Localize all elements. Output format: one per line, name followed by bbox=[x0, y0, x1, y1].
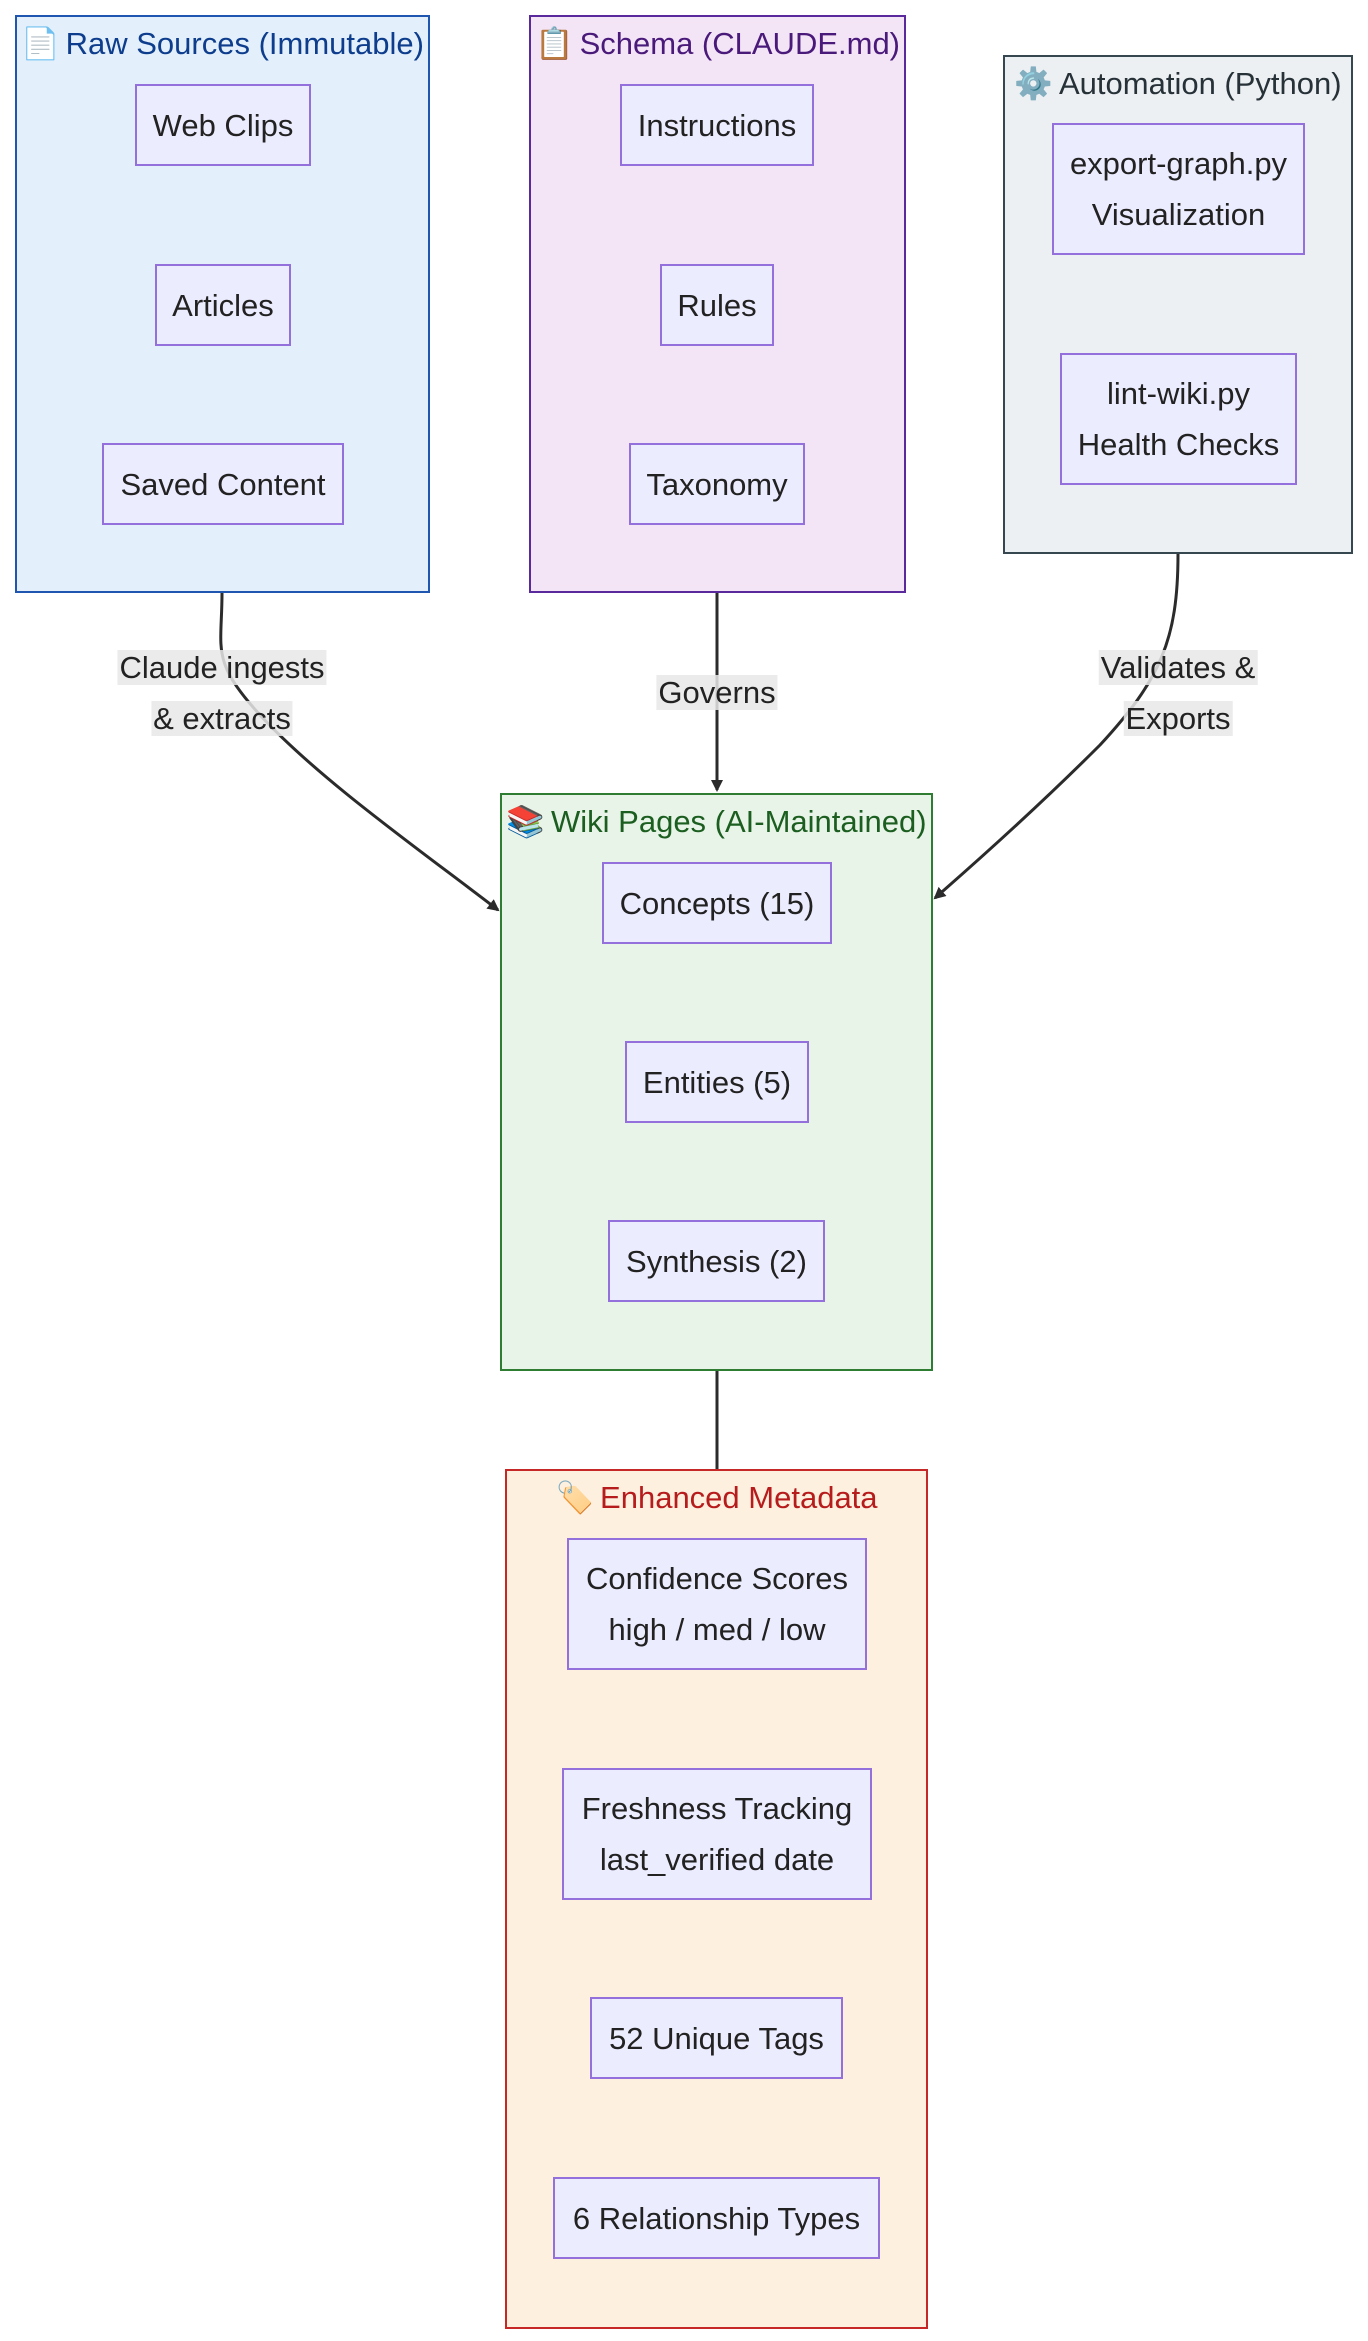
node-entities[interactable]: Entities (5) bbox=[625, 1041, 809, 1123]
edge-automation-to-wiki bbox=[933, 553, 1180, 900]
node-label: Rules bbox=[677, 287, 757, 323]
clipboard-icon: 📋 bbox=[534, 26, 574, 61]
node-web-clips[interactable]: Web Clips bbox=[135, 84, 311, 166]
node-label: Entities (5) bbox=[642, 1064, 792, 1100]
node-export-graph[interactable]: export-graph.py Visualization bbox=[1052, 123, 1305, 255]
node-unique-tags[interactable]: 52 Unique Tags bbox=[590, 1997, 843, 2079]
node-freshness-tracking[interactable]: Freshness Tracking last_verified date bbox=[562, 1768, 872, 1900]
node-label: 52 Unique Tags bbox=[609, 2020, 824, 2056]
edge-label-line1: Claude ingests bbox=[117, 650, 327, 685]
group-title-text: Automation (Python) bbox=[1059, 66, 1342, 101]
tag-icon: 🏷️ bbox=[555, 1480, 595, 1515]
node-label: 6 Relationship Types bbox=[572, 2200, 861, 2236]
edge-label-line2: Exports bbox=[1123, 701, 1233, 736]
edge-label-automation-to-wiki: Validates & Exports bbox=[1098, 642, 1258, 744]
node-label: Web Clips bbox=[152, 107, 294, 143]
group-title-wiki-pages: 📚Wiki Pages (AI-Maintained) bbox=[502, 803, 931, 840]
edge-label-raw-to-wiki: Claude ingests & extracts bbox=[117, 642, 327, 744]
node-label-line2: Health Checks bbox=[1077, 427, 1280, 462]
group-title-enhanced-metadata: 🏷️Enhanced Metadata bbox=[507, 1479, 926, 1516]
node-synthesis[interactable]: Synthesis (2) bbox=[608, 1220, 825, 1302]
node-label-line1: Freshness Tracking bbox=[581, 1791, 853, 1826]
node-label-line1: export-graph.py bbox=[1069, 146, 1288, 181]
node-rules[interactable]: Rules bbox=[660, 264, 774, 346]
gear-icon: ⚙️ bbox=[1014, 66, 1053, 101]
node-concepts[interactable]: Concepts (15) bbox=[602, 862, 832, 944]
node-taxonomy[interactable]: Taxonomy bbox=[629, 443, 805, 525]
node-confidence-scores[interactable]: Confidence Scores high / med / low bbox=[567, 1538, 867, 1670]
node-label-line2: high / med / low bbox=[608, 1612, 826, 1647]
node-label: Synthesis (2) bbox=[626, 1243, 807, 1279]
edge-raw-to-wiki bbox=[219, 592, 500, 912]
group-title-raw-sources: 📄Raw Sources (Immutable) bbox=[17, 25, 428, 62]
node-label: Saved Content bbox=[120, 466, 326, 502]
group-title-schema: 📋Schema (CLAUDE.md) bbox=[531, 25, 904, 62]
node-instructions[interactable]: Instructions bbox=[620, 84, 814, 166]
group-title-text: Schema (CLAUDE.md) bbox=[579, 26, 901, 61]
group-title-automation: ⚙️Automation (Python) bbox=[1005, 65, 1351, 102]
node-articles[interactable]: Articles bbox=[155, 264, 291, 346]
edge-label-schema-to-wiki: Governs bbox=[656, 667, 778, 718]
edge-label-line2: & extracts bbox=[151, 701, 293, 736]
group-title-text: Enhanced Metadata bbox=[600, 1480, 878, 1515]
group-title-text: Raw Sources (Immutable) bbox=[65, 26, 424, 61]
books-icon: 📚 bbox=[506, 804, 546, 839]
node-label-line1: Confidence Scores bbox=[586, 1561, 848, 1596]
node-label: Instructions bbox=[637, 107, 797, 143]
edge-label-line1: Validates & bbox=[1098, 650, 1258, 685]
node-label: Taxonomy bbox=[646, 466, 788, 502]
node-label-line1: lint-wiki.py bbox=[1107, 376, 1250, 411]
edge-label-line1: Governs bbox=[656, 675, 778, 710]
node-label-line2: last_verified date bbox=[599, 1842, 835, 1877]
document-icon: 📄 bbox=[21, 26, 60, 61]
group-title-text: Wiki Pages (AI-Maintained) bbox=[551, 804, 927, 839]
node-label-line2: Visualization bbox=[1091, 197, 1266, 232]
node-lint-wiki[interactable]: lint-wiki.py Health Checks bbox=[1060, 353, 1297, 485]
node-relationship-types[interactable]: 6 Relationship Types bbox=[553, 2177, 880, 2259]
node-label: Concepts (15) bbox=[619, 885, 815, 921]
node-label: Articles bbox=[172, 287, 274, 323]
node-saved-content[interactable]: Saved Content bbox=[102, 443, 344, 525]
